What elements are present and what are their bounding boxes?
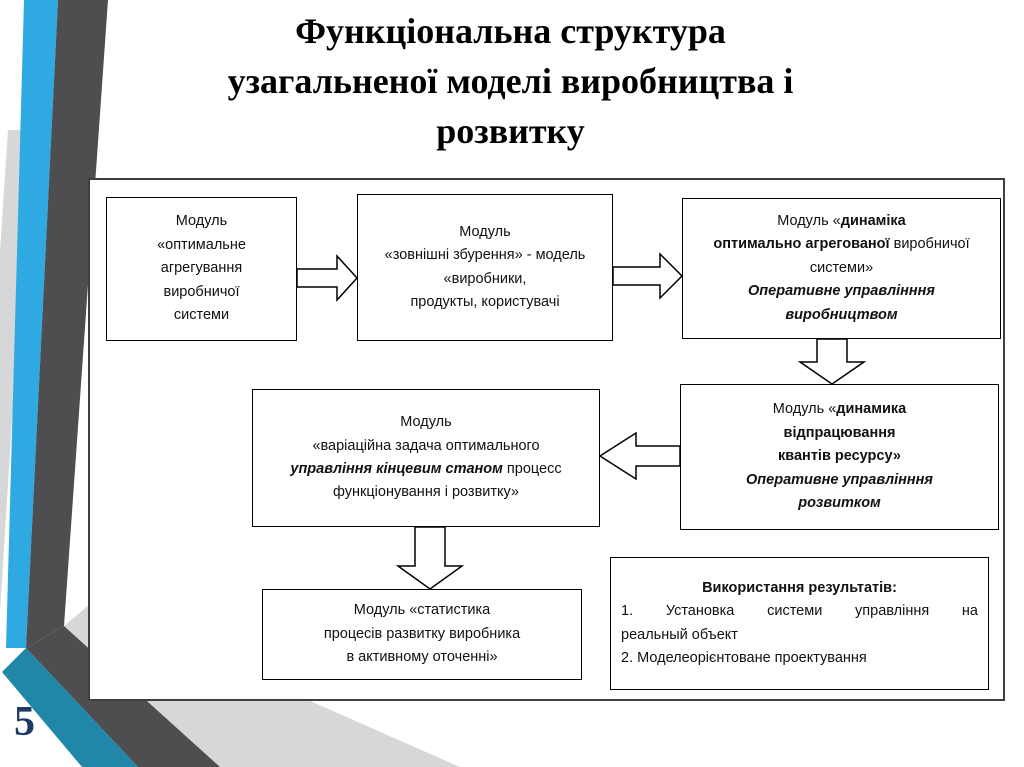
results-title: Використання результатів: [621,577,978,600]
module-box-optimal-aggregation: Модуль «оптимальне агрегування виробничо… [106,197,297,341]
slide-title: Функціональна структура узагальненої моде… [88,6,933,156]
results-usage-box: Використання результатів: 1. Установка с… [610,557,989,690]
flow-arrow-down-1 [797,338,867,385]
box-text: оптимально агрегованої [713,236,890,253]
box-line: Модуль «динамика [687,398,992,421]
box-line: в активному оточенні» [269,646,575,669]
box-line: відпрацювання [687,422,992,445]
box-line: функціонування і розвитку» [259,481,593,504]
results-item-2: 2. Моделеорієнтоване проектування [621,649,867,666]
arrow-shape [395,526,465,590]
box-text: процесс [502,461,562,477]
box-line: Модуль [364,221,606,244]
flow-arrow-left-1 [598,431,681,481]
module-box-dynamics-production-system: Модуль «динаміка оптимально агрегованої … [682,198,1001,339]
box-text: квантів ресурсу» [778,448,901,465]
box-line: «виробники, [364,268,606,291]
box-text: Оперативне управлінння [748,283,935,300]
box-line: управління кінцевим станом процесс [259,458,593,481]
box-line: агрегування [113,257,290,280]
box-text: Оперативне управлінння [746,471,933,488]
box-text: в активному оточенні» [346,649,498,666]
title-line-3: розвитку [436,111,585,151]
box-line: Модуль [259,411,593,434]
box-text: системи [173,307,230,324]
box-text: функціонування і розвитку» [332,484,519,501]
box-line: розвитком [687,492,992,515]
box-line: системи» [689,257,994,280]
box-text: виробництвом [785,306,898,323]
module-box-producer-statistics: Модуль «статистика процесів развитку вир… [262,589,582,680]
box-text: системи» [809,259,874,276]
box-line: Модуль «динаміка [689,210,994,233]
title-line-2: узагальненої моделі виробництва і [227,61,794,101]
box-text: «зовнішні збурення» - модель [384,247,586,264]
box-text: динамика [836,401,907,418]
page-number: 5 [14,699,35,745]
box-line: Модуль [113,210,290,233]
box-line: оптимально агрегованої виробничої [689,233,994,256]
box-line: виробництвом [689,304,994,327]
box-text: Модуль [459,223,511,240]
box-line: Оперативне управлінння [687,469,992,492]
box-line: «варіаційна задача оптимального [259,435,593,458]
box-text: відпрацювання [783,424,896,441]
box-text: агрегування [160,260,243,277]
box-text: Модуль « [777,212,841,229]
box-text: Використання результатів: [702,579,897,596]
box-text: динаміка [840,212,906,229]
box-text: Модуль «статистика [353,602,491,619]
arrow-shape [612,252,684,300]
box-text: «оптимальне [157,236,246,253]
box-line: системи [113,304,290,327]
box-text: «виробники, [443,270,527,287]
module-box-external-disturbances: Модуль «зовнішні збурення» - модель «вир… [357,194,613,341]
box-text: «варіаційна задача оптимального [312,437,540,454]
box-text: управління кінцевим станом [290,461,503,477]
diagram-frame: Модуль «оптимальне агрегування виробничо… [88,178,1005,701]
box-text: продукты, користувачі [410,293,560,310]
flow-arrow-right-2 [612,252,684,300]
box-line: «зовнішні збурення» - модель [364,244,606,267]
blue-stripe-upper [6,0,58,648]
box-line: Модуль «статистика [269,599,575,622]
title-line-1: Функціональна структура [295,11,726,51]
box-text: виробничої [163,283,240,300]
arrow-shape [296,254,359,302]
box-text: виробничої [889,236,970,253]
box-text: процесів развитку виробника [323,625,521,642]
results-item-1-cont: реальный объект [621,626,738,643]
box-line: процесів развитку виробника [269,623,575,646]
dark-gray-stripe-upper [26,0,108,648]
results-item-1: 1. Установка системи управління на [621,603,978,620]
box-line: «оптимальне [113,234,290,257]
box-text: Модуль [400,414,452,431]
teal-stripe-lower [2,648,138,767]
module-box-resource-quanta-dynamics: Модуль «динамика відпрацювання квантів р… [680,384,999,530]
box-line: квантів ресурсу» [687,445,992,468]
arrow-shape [797,338,867,385]
box-line: виробничої [113,281,290,304]
flow-arrow-right-1 [296,254,359,302]
arrow-shape [598,431,681,481]
box-line: продукты, користувачі [364,291,606,314]
box-line: Оперативне управлінння [689,280,994,303]
box-text: розвитком [798,495,881,512]
box-text: Модуль « [772,401,837,418]
flow-arrow-down-2 [395,526,465,590]
module-box-variational-task: Модуль «варіаційна задача оптимального у… [252,389,600,527]
box-text: Модуль [175,213,228,230]
